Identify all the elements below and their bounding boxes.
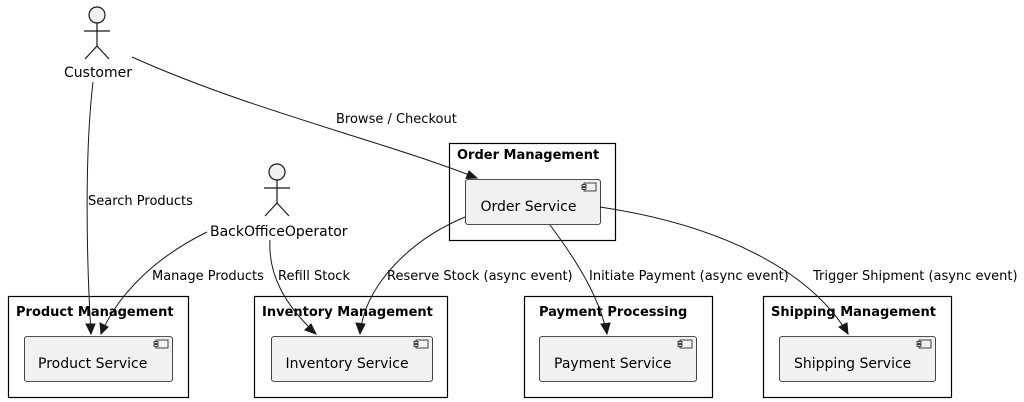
component-payment-service[interactable]: Payment Service xyxy=(539,336,697,382)
component-label-payment: Payment Service xyxy=(554,356,671,372)
edge-browse-checkout xyxy=(131,56,479,180)
component-label-shipping: Shipping Service xyxy=(794,356,911,372)
package-title-payment: Payment Processing xyxy=(539,305,687,320)
edge-label-search: Search Products xyxy=(88,194,193,209)
component-product-service[interactable]: Product Service xyxy=(24,336,173,382)
edge-label-shipment: Trigger Shipment (async event) xyxy=(812,269,1018,284)
edge-trigger-shipment xyxy=(599,206,849,336)
package-title-product: Product Management xyxy=(16,305,174,320)
actor-customer[interactable]: Customer xyxy=(64,6,132,81)
edge-refill-stock xyxy=(269,239,318,335)
edge-manage-products xyxy=(99,231,208,336)
stick-figure-icon xyxy=(264,163,290,217)
actor-label-operator: BackOfficeOperator xyxy=(210,224,348,240)
component-shipping-service[interactable]: Shipping Service xyxy=(779,336,936,382)
edge-reserve-stock xyxy=(355,216,466,336)
edge-label-refill: Refill Stock xyxy=(278,269,350,284)
actor-backoffice-operator[interactable]: BackOfficeOperator xyxy=(210,163,348,240)
component-inventory-service[interactable]: Inventory Service xyxy=(271,336,433,382)
package-title-inventory: Inventory Management xyxy=(262,305,433,320)
package-title-shipping: Shipping Management xyxy=(771,305,936,320)
edge-initiate-payment xyxy=(549,224,611,336)
edge-search-products xyxy=(85,81,96,336)
component-label-inventory: Inventory Service xyxy=(286,356,409,372)
edge-label-reserve: Reserve Stock (async event) xyxy=(387,269,573,284)
edge-label-browse: Browse / Checkout xyxy=(336,112,457,127)
edge-label-manage: Manage Products xyxy=(152,269,264,284)
stick-figure-icon xyxy=(84,6,110,60)
actor-label-customer: Customer xyxy=(64,65,132,81)
component-label-order: Order Service xyxy=(481,199,577,215)
component-label-product: Product Service xyxy=(38,356,147,372)
package-title-order: Order Management xyxy=(457,148,599,163)
edge-label-payment: Initiate Payment (async event) xyxy=(589,269,789,284)
component-order-service[interactable]: Order Service xyxy=(465,179,601,225)
